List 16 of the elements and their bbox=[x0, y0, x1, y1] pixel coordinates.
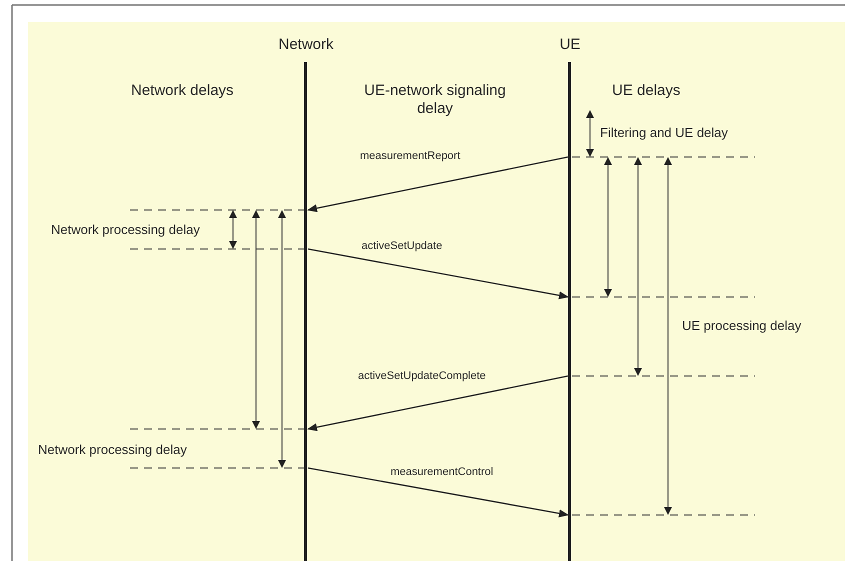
message-arrow bbox=[308, 248, 569, 300]
edge-label: activeSetUpdateComplete bbox=[357, 370, 487, 383]
section-heading: UE-network signaling delay bbox=[363, 82, 507, 118]
delay-label: Network processing delay bbox=[38, 442, 187, 458]
section-heading: UE delays bbox=[612, 82, 680, 100]
lifeline-label: UE bbox=[558, 36, 582, 54]
message-arrow bbox=[307, 156, 568, 212]
delay-label: UE processing delay bbox=[682, 318, 802, 334]
delay-label: Network processing delay bbox=[51, 222, 201, 238]
message-arrow bbox=[307, 375, 568, 432]
section-heading: Network delays bbox=[131, 82, 234, 100]
lifeline-label: Network bbox=[277, 36, 334, 54]
edge-label: measurementReport bbox=[359, 150, 462, 163]
delay-label: Filtering and UE delay bbox=[600, 125, 728, 141]
message-arrow bbox=[308, 467, 569, 518]
edge-label: activeSetUpdate bbox=[360, 240, 444, 253]
